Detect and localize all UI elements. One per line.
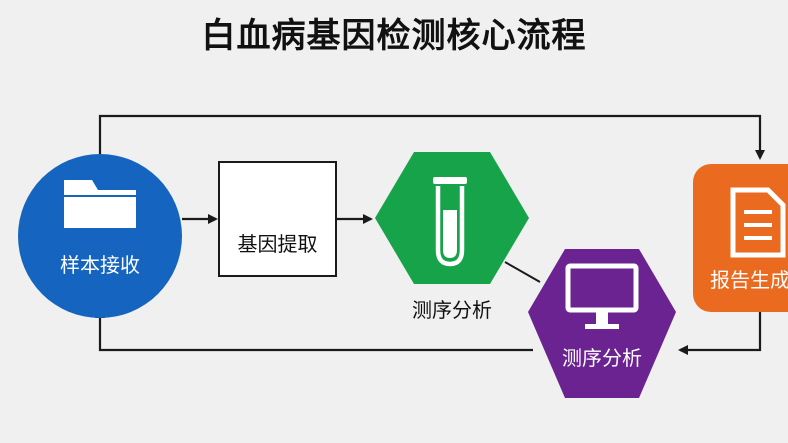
- diagram-title: 白血病基因检测核心流程: [201, 16, 587, 56]
- bottom-loop-connector: [95, 308, 533, 352]
- test-tube-icon: [433, 177, 467, 267]
- node-gene-extraction: [218, 161, 337, 277]
- monitor-icon: [565, 263, 639, 329]
- node-analysis-purple: [528, 249, 676, 398]
- label-analysis-purple: 测序分析: [562, 346, 642, 370]
- connector-sequencing-to-analysis: [504, 261, 541, 283]
- bottom-return-connector: [678, 312, 762, 355]
- label-report-generation: 报告生成: [710, 268, 788, 292]
- label-sample-receiving: 样本接收: [60, 253, 140, 277]
- node-sample-receiving: [18, 154, 182, 318]
- label-gene-extraction: 基因提取: [237, 232, 318, 256]
- label-sequencing-green: 测序分析: [412, 298, 492, 322]
- top-loop-connector: [98, 114, 765, 162]
- document-icon: [730, 187, 786, 258]
- node-report-generation: [693, 164, 788, 312]
- folder-icon: [64, 180, 136, 228]
- node-sequencing-green: [375, 152, 529, 284]
